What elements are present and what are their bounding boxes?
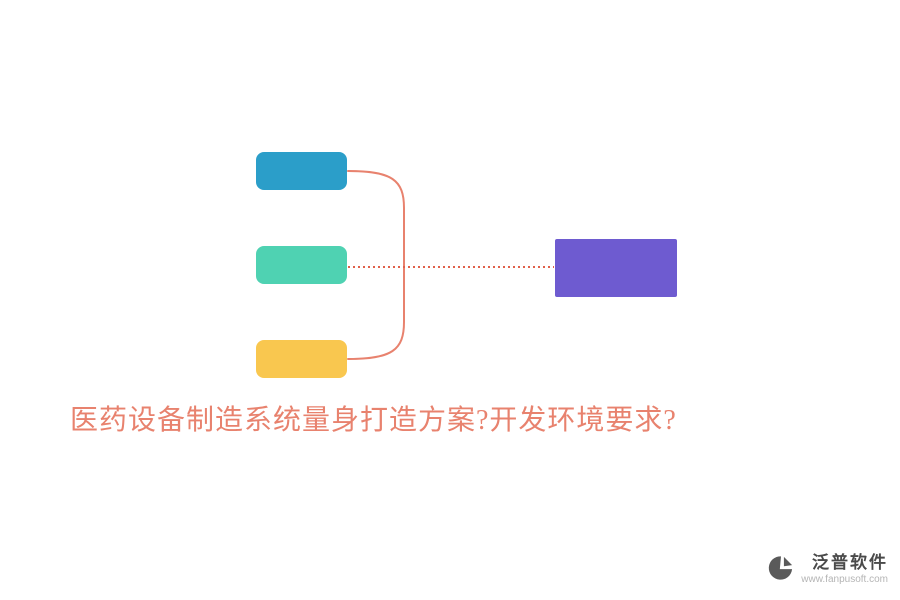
- fanpu-logo-icon: [769, 556, 793, 580]
- brand-watermark: 泛普软件 www.fanpusoft.com: [767, 554, 888, 586]
- page-title: 医药设备制造系统量身打造方案?开发环境要求?: [70, 405, 677, 436]
- diagram-node-top: [256, 152, 347, 190]
- diagram-node-right: [555, 239, 677, 297]
- brand-name: 泛普软件: [812, 553, 888, 573]
- diagram-node-middle: [256, 246, 347, 284]
- diagram-node-bottom: [256, 340, 347, 378]
- brand-url: www.fanpusoft.com: [801, 574, 888, 585]
- bracket-connector: [347, 170, 405, 360]
